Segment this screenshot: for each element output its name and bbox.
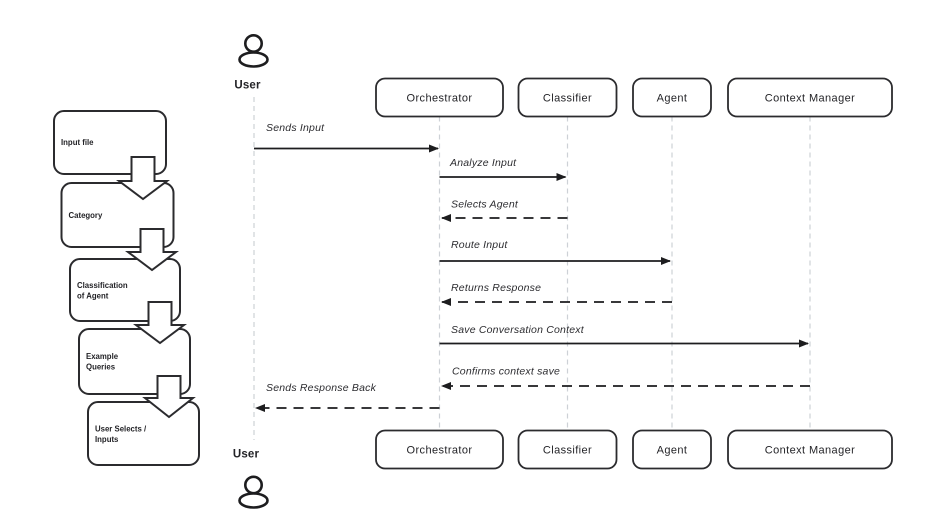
- user-icon-head-bottom: [244, 475, 264, 495]
- user-icon-body-bottom: [238, 492, 269, 509]
- flow-step-label-user-selects-line1: User Selects /: [95, 425, 147, 434]
- actor-user-top: User: [234, 33, 269, 92]
- participant-box-context-manager-top: [727, 77, 893, 118]
- participant-label-agent-bottom: Agent: [657, 445, 688, 457]
- message-label-save-conversation-context: Save Conversation Context: [451, 324, 585, 336]
- flow-step-label-example-line1: Example: [86, 352, 119, 361]
- participant-label-agent-top: Agent: [657, 93, 688, 105]
- flow-down-arrow-2: [125, 228, 179, 272]
- flow-down-arrow-1: [116, 156, 170, 201]
- message-label-confirms-context-save: Confirms context save: [452, 366, 560, 378]
- actor-label-user-top: User: [234, 80, 261, 92]
- participant-label-context-manager-bottom: Context Manager: [765, 445, 855, 457]
- participant-box-orchestrator-top: [375, 77, 504, 118]
- message-label-selects-agent: Selects Agent: [451, 199, 519, 211]
- message-label-analyze-input: Analyze Input: [449, 157, 517, 169]
- flow-step-label-input-file: Input file: [61, 138, 94, 147]
- message-route-input: Route Input: [439, 239, 671, 265]
- participant-box-agent-bottom: [632, 429, 712, 470]
- flow-down-arrow-3: [133, 301, 187, 345]
- flow-step-box-user-selects: [87, 401, 200, 466]
- message-label-returns-response: Returns Response: [451, 282, 541, 294]
- flow-step-label-classification-line2: of Agent: [77, 292, 109, 301]
- flow-step-label-classification-line1: Classification: [77, 281, 128, 290]
- message-confirms-context-save: Confirms context save: [441, 366, 810, 390]
- flow-down-arrow-4: [142, 375, 196, 419]
- participants-bottom: Orchestrator Classifier Agent Context Ma…: [375, 429, 893, 470]
- user-icon-head-top: [244, 33, 264, 53]
- message-analyze-input: Analyze Input: [439, 157, 567, 181]
- lifelines: [253, 97, 811, 440]
- message-save-conversation-context: Save Conversation Context: [439, 324, 809, 348]
- participant-box-classifier-top: [517, 77, 618, 118]
- message-label-sends-response-back: Sends Response Back: [266, 382, 377, 394]
- participant-box-orchestrator-bottom: [375, 429, 504, 470]
- participant-box-agent-top: [632, 77, 712, 118]
- message-selects-agent: Selects Agent: [441, 199, 568, 222]
- flowchart-panel: Input file Category Classification of Ag…: [53, 110, 200, 466]
- participants-top: Orchestrator Classifier Agent Context Ma…: [375, 77, 893, 118]
- flow-step-label-category: Category: [69, 211, 103, 220]
- participant-box-classifier-bottom: [517, 429, 618, 470]
- message-label-route-input: Route Input: [451, 239, 508, 251]
- participant-label-orchestrator-bottom: Orchestrator: [407, 445, 473, 457]
- actor-user-bottom: User: [233, 449, 269, 509]
- flow-step-label-user-selects-line2: Inputs: [95, 435, 119, 444]
- message-sends-input: Sends Input: [254, 122, 439, 153]
- flow-step-label-example-line2: Queries: [86, 363, 116, 372]
- message-label-sends-input: Sends Input: [266, 122, 325, 134]
- participant-label-orchestrator-top: Orchestrator: [407, 93, 473, 105]
- participant-label-classifier-top: Classifier: [543, 93, 592, 105]
- message-returns-response: Returns Response: [441, 282, 672, 306]
- participant-label-context-manager-top: Context Manager: [765, 93, 855, 105]
- participant-label-classifier-bottom: Classifier: [543, 445, 592, 457]
- user-icon-body-top: [238, 51, 269, 68]
- message-sends-response-back: Sends Response Back: [255, 382, 440, 412]
- participant-box-context-manager-bottom: [727, 429, 893, 470]
- actor-label-user-bottom: User: [233, 449, 260, 461]
